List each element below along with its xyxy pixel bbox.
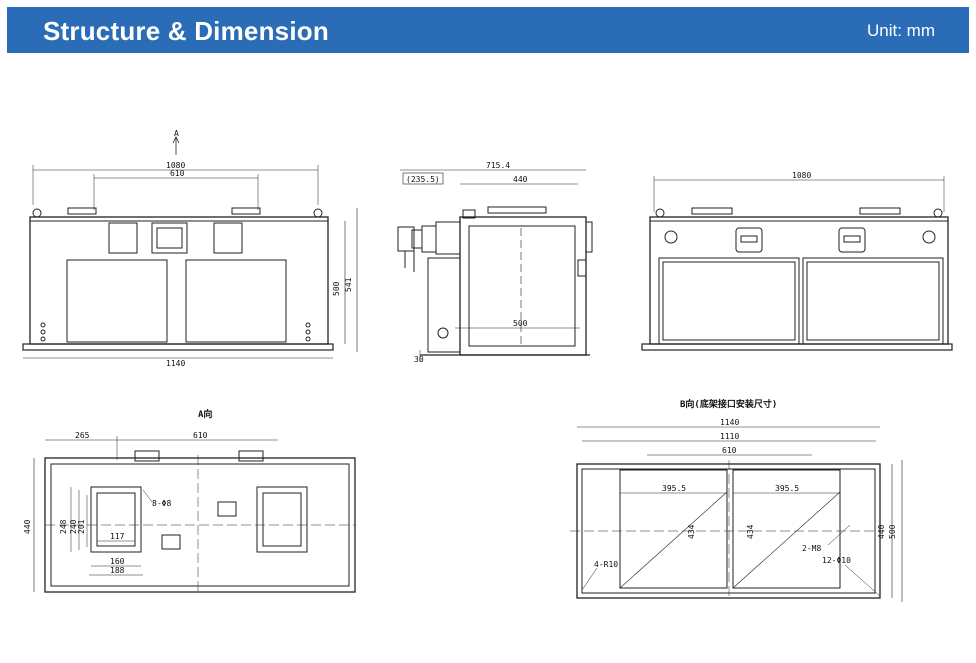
unit-label: Unit: mm <box>867 21 935 40</box>
a-dim-160: 160 <box>110 557 125 566</box>
rear-dim-1080: 1080 <box>792 171 811 180</box>
a-dim-240: 240 <box>69 519 78 534</box>
a-dim-188: 188 <box>110 566 125 575</box>
b-view-title: B向(底架接口安装尺寸) <box>680 398 777 410</box>
front-view: A 1080 610 1140 500 <box>22 129 358 368</box>
a-label-8-holes: 8-Φ8 <box>152 499 171 508</box>
front-dim-1080: 1080 <box>166 161 185 170</box>
b-label-holes: 12-Φ10 <box>822 556 851 565</box>
b-dim-395-left: 395.5 <box>662 484 686 493</box>
a-view: A向 265 610 440 248 240 201 117 160 188 8… <box>23 408 356 595</box>
b-dim-395-right: 395.5 <box>775 484 799 493</box>
front-dim-541: 541 <box>344 277 353 292</box>
b-label-m8: 2-M8 <box>802 544 821 553</box>
a-view-title: A向 <box>198 408 212 420</box>
b-dim-434-right: 434 <box>746 524 755 539</box>
a-dim-248: 248 <box>59 519 68 534</box>
section-header: Structure & Dimension Unit: mm <box>7 7 969 53</box>
b-label-radius: 4-R10 <box>594 560 618 569</box>
a-dim-610: 610 <box>193 431 208 440</box>
b-dim-610: 610 <box>722 446 737 455</box>
b-dim-500: 500 <box>888 524 897 539</box>
b-dim-1140: 1140 <box>720 418 739 427</box>
front-dim-610: 610 <box>170 169 185 178</box>
side-view: 715.4 (235.5) 440 500 30 <box>397 161 593 364</box>
a-dim-201: 201 <box>77 519 86 534</box>
b-dim-434-left: 434 <box>687 524 696 539</box>
b-view: B向(底架接口安装尺寸) 1140 1110 610 395.5 395.5 4… <box>570 398 903 602</box>
a-dim-440: 440 <box>23 519 32 534</box>
b-dim-440: 440 <box>877 524 886 539</box>
page-title: Structure & Dimension <box>43 16 329 46</box>
side-dim-500: 500 <box>513 319 528 328</box>
front-arrow-label: A <box>174 129 179 138</box>
b-dim-1110: 1110 <box>720 432 739 441</box>
front-dim-1140: 1140 <box>166 359 185 368</box>
front-dim-500: 500 <box>332 281 341 296</box>
rear-view: 1080 <box>641 171 953 351</box>
side-dim-440: 440 <box>513 175 528 184</box>
side-dim-715: 715.4 <box>486 161 510 170</box>
a-dim-117: 117 <box>110 532 125 541</box>
side-dim-235: (235.5) <box>406 175 440 184</box>
side-dim-30: 30 <box>414 355 424 364</box>
a-dim-265: 265 <box>75 431 90 440</box>
